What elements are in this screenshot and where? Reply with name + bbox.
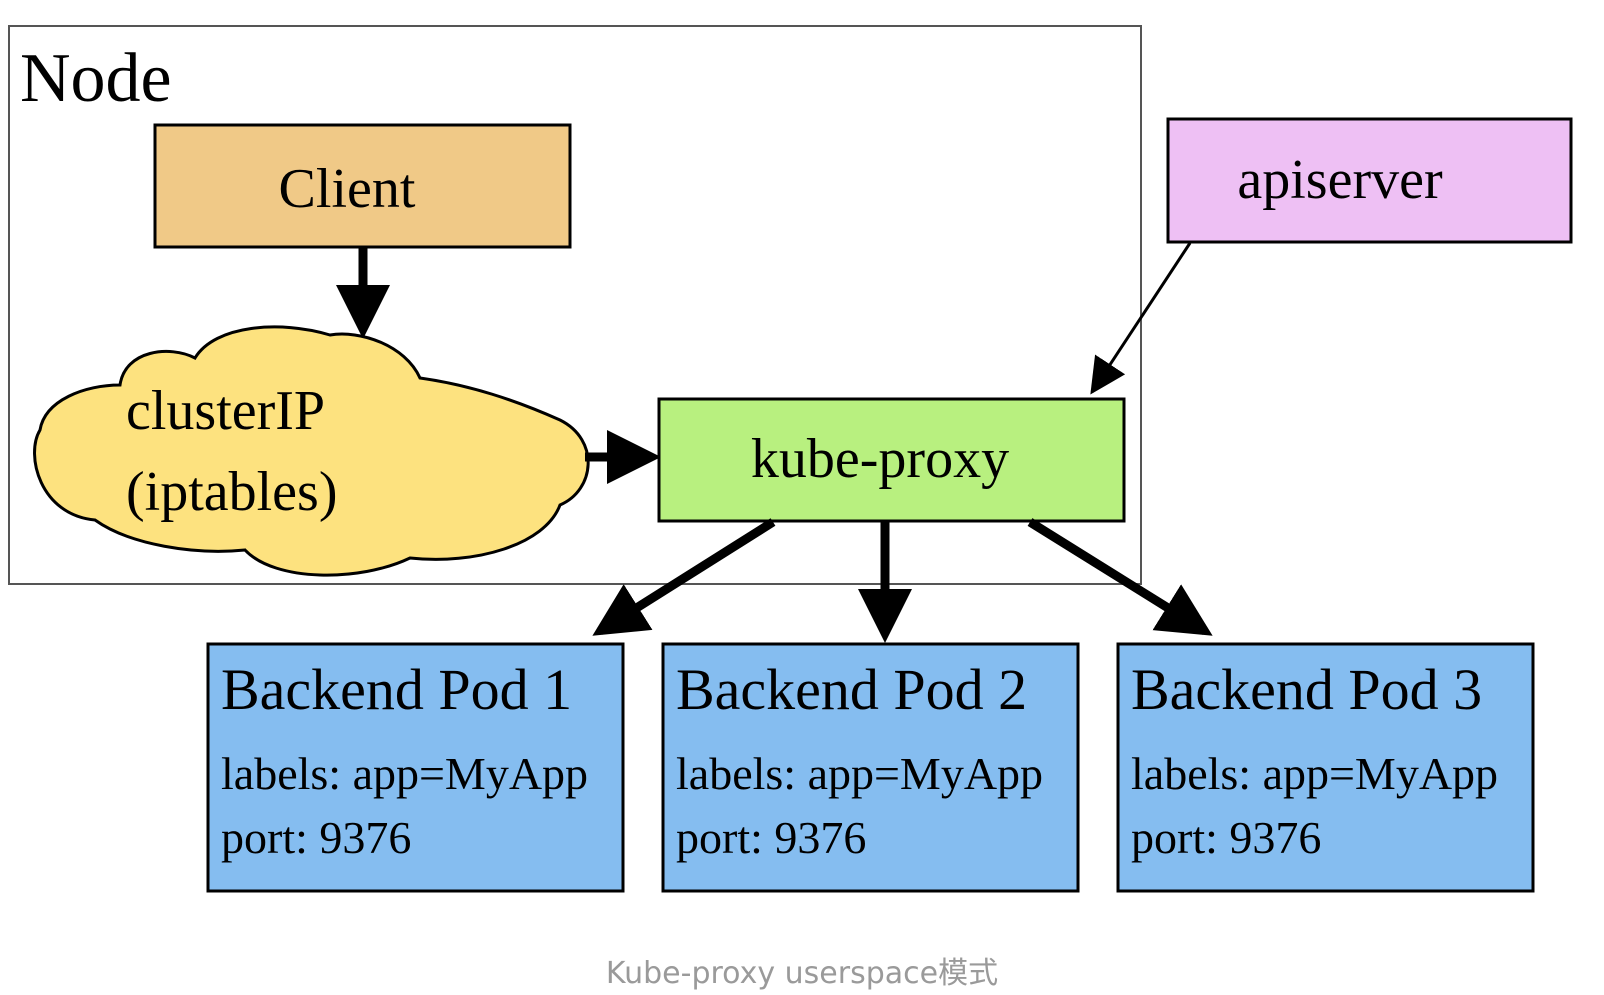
backend-pod-1-port: port: 9376 (221, 812, 411, 863)
backend-pod-3-title: Backend Pod 3 (1131, 657, 1482, 722)
figure-caption: Kube-proxy userspace模式 (605, 956, 999, 991)
apiserver-box (1166, 117, 1573, 244)
backend-pod-3-box (1116, 642, 1535, 893)
backend-pod-1-labels: labels: app=MyApp (221, 748, 588, 799)
backend-pod-1-box (206, 642, 625, 893)
backend-pod-1-title: Backend Pod 1 (221, 657, 572, 722)
arrow-kube-proxy-to-pod-1 (592, 518, 776, 636)
clusterip-cloud (33, 325, 590, 577)
client-box (153, 123, 572, 249)
client-label: Client (279, 158, 416, 220)
clusterip-label-line2: (iptables) (126, 461, 337, 523)
kube-proxy-box (657, 397, 1126, 523)
apiserver-label: apiserver (1237, 149, 1443, 211)
backend-pod-3-port: port: 9376 (1131, 812, 1321, 863)
backend-pod-2-box (661, 642, 1080, 893)
node-title: Node (20, 40, 172, 117)
backend-pod-2-port: port: 9376 (676, 812, 866, 863)
arrow-kube-proxy-to-pod-3 (1027, 518, 1213, 636)
backend-pod-2-labels: labels: app=MyApp (676, 748, 1043, 799)
clusterip-label-line1: clusterIP (126, 380, 325, 442)
arrow-apiserver-to-kube-proxy (1090, 242, 1192, 395)
kube-proxy-label: kube-proxy (751, 428, 1009, 490)
backend-pod-2-title: Backend Pod 2 (676, 657, 1027, 722)
backend-pod-3-labels: labels: app=MyApp (1131, 748, 1498, 799)
